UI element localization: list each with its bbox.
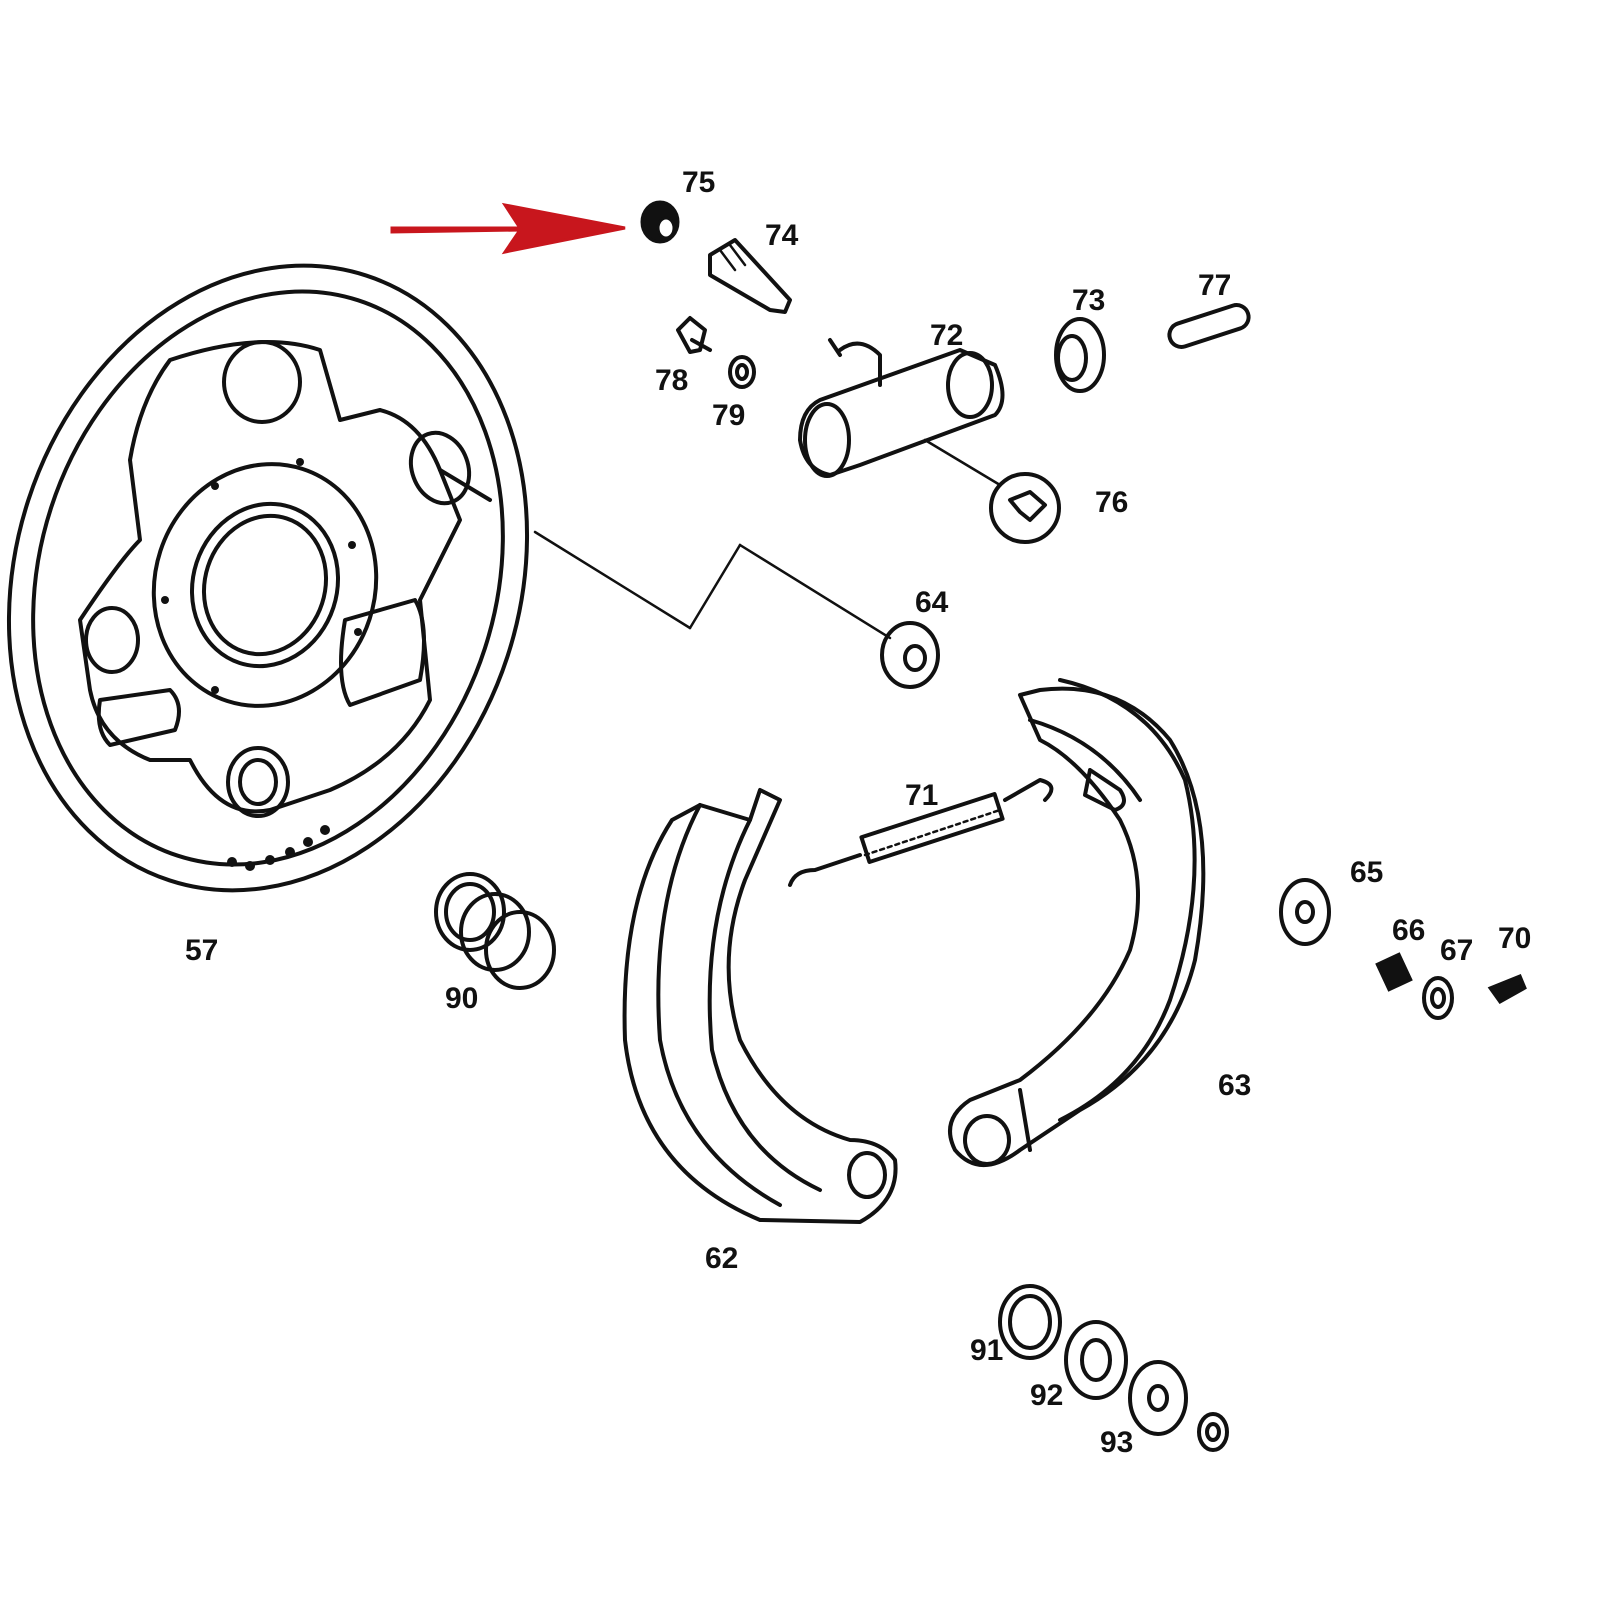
part-57-backing-plate — [6, 263, 892, 893]
part-63-brake-shoe — [948, 678, 1206, 1167]
highlight-arrow — [390, 202, 626, 255]
part-73-boot — [1054, 317, 1106, 393]
part-77-pin — [1167, 303, 1251, 349]
part-75-dust-cap — [640, 200, 680, 244]
label-64: 64 — [915, 586, 949, 619]
label-78: 78 — [655, 364, 688, 397]
part-labels: 57 62 63 64 65 66 67 70 71 72 73 74 75 7… — [185, 166, 1531, 1459]
label-70: 70 — [1498, 922, 1531, 955]
part-67-washer — [1422, 976, 1454, 1020]
label-73: 73 — [1072, 284, 1105, 317]
part-79-washer — [728, 355, 756, 389]
label-92: 92 — [1030, 1379, 1063, 1412]
label-75: 75 — [682, 166, 715, 199]
label-91: 91 — [970, 1334, 1003, 1367]
label-71: 71 — [905, 779, 938, 812]
label-67: 67 — [1440, 934, 1473, 967]
part-65-washer — [1279, 878, 1331, 946]
label-65: 65 — [1350, 856, 1383, 889]
label-72: 72 — [930, 319, 963, 352]
label-57: 57 — [185, 934, 218, 967]
label-74: 74 — [765, 219, 799, 252]
part-93-washer — [1128, 1360, 1188, 1436]
label-66: 66 — [1392, 914, 1425, 947]
label-63: 63 — [1218, 1069, 1251, 1102]
part-small-washer — [1197, 1412, 1229, 1452]
part-92-washer — [1064, 1320, 1128, 1400]
label-77: 77 — [1198, 269, 1231, 302]
part-64-washer — [880, 621, 940, 689]
part-74-bleeder-screw — [708, 238, 792, 314]
part-62-brake-shoe — [622, 788, 898, 1224]
part-66-spring — [1375, 952, 1413, 992]
part-72-wheel-cylinder — [798, 338, 1005, 487]
label-90: 90 — [445, 982, 478, 1015]
part-70-bolt — [1487, 974, 1527, 1004]
label-79: 79 — [712, 399, 745, 432]
part-78-screw — [676, 316, 712, 354]
label-62: 62 — [705, 1242, 738, 1275]
part-76-clip — [989, 472, 1061, 544]
part-90-spring — [434, 872, 556, 990]
label-93: 93 — [1100, 1426, 1133, 1459]
part-91-washer — [998, 1284, 1062, 1360]
label-76: 76 — [1095, 486, 1128, 519]
part-71-return-spring — [788, 778, 1054, 887]
